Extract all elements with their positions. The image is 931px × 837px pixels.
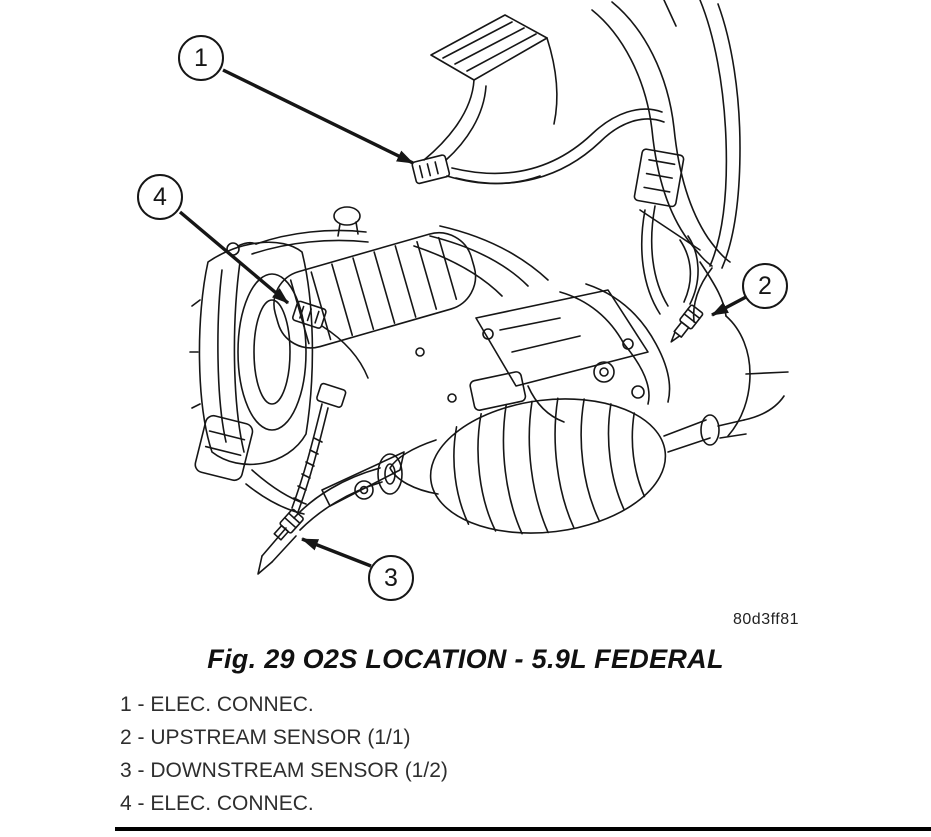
legend-item-2: 2 - UPSTREAM SENSOR (1/1) bbox=[120, 726, 411, 749]
engine-diagram: 1 2 3 4 bbox=[137, 0, 789, 601]
callout-1: 1 bbox=[178, 35, 224, 81]
engine-line-art bbox=[178, 0, 789, 575]
callout-3-number: 3 bbox=[384, 563, 398, 592]
callout-4-number: 4 bbox=[153, 182, 167, 211]
callout-3: 3 bbox=[368, 555, 414, 601]
arrow-callout-4 bbox=[178, 210, 290, 305]
callout-4: 4 bbox=[137, 174, 183, 220]
callout-1-number: 1 bbox=[194, 43, 208, 72]
callout-arrows bbox=[178, 68, 747, 568]
legend-item-1: 1 - ELEC. CONNEC. bbox=[120, 693, 314, 716]
legend-list: 1 - ELEC. CONNEC. 2 - UPSTREAM SENSOR (1… bbox=[120, 688, 448, 820]
arrow-callout-2 bbox=[711, 295, 747, 317]
legend-item-3: 3 - DOWNSTREAM SENSOR (1/2) bbox=[120, 759, 448, 782]
page-divider bbox=[115, 827, 931, 831]
callout-2: 2 bbox=[742, 263, 788, 309]
figure-caption: Fig. 29 O2S LOCATION - 5.9L FEDERAL bbox=[207, 644, 724, 674]
legend-item-4: 4 - ELEC. CONNEC. bbox=[120, 792, 314, 815]
callout-2-number: 2 bbox=[758, 271, 772, 300]
arrow-callout-3 bbox=[301, 537, 372, 568]
figure-ref-code: 80d3ff81 bbox=[733, 611, 799, 628]
arrow-callout-1 bbox=[222, 68, 414, 165]
